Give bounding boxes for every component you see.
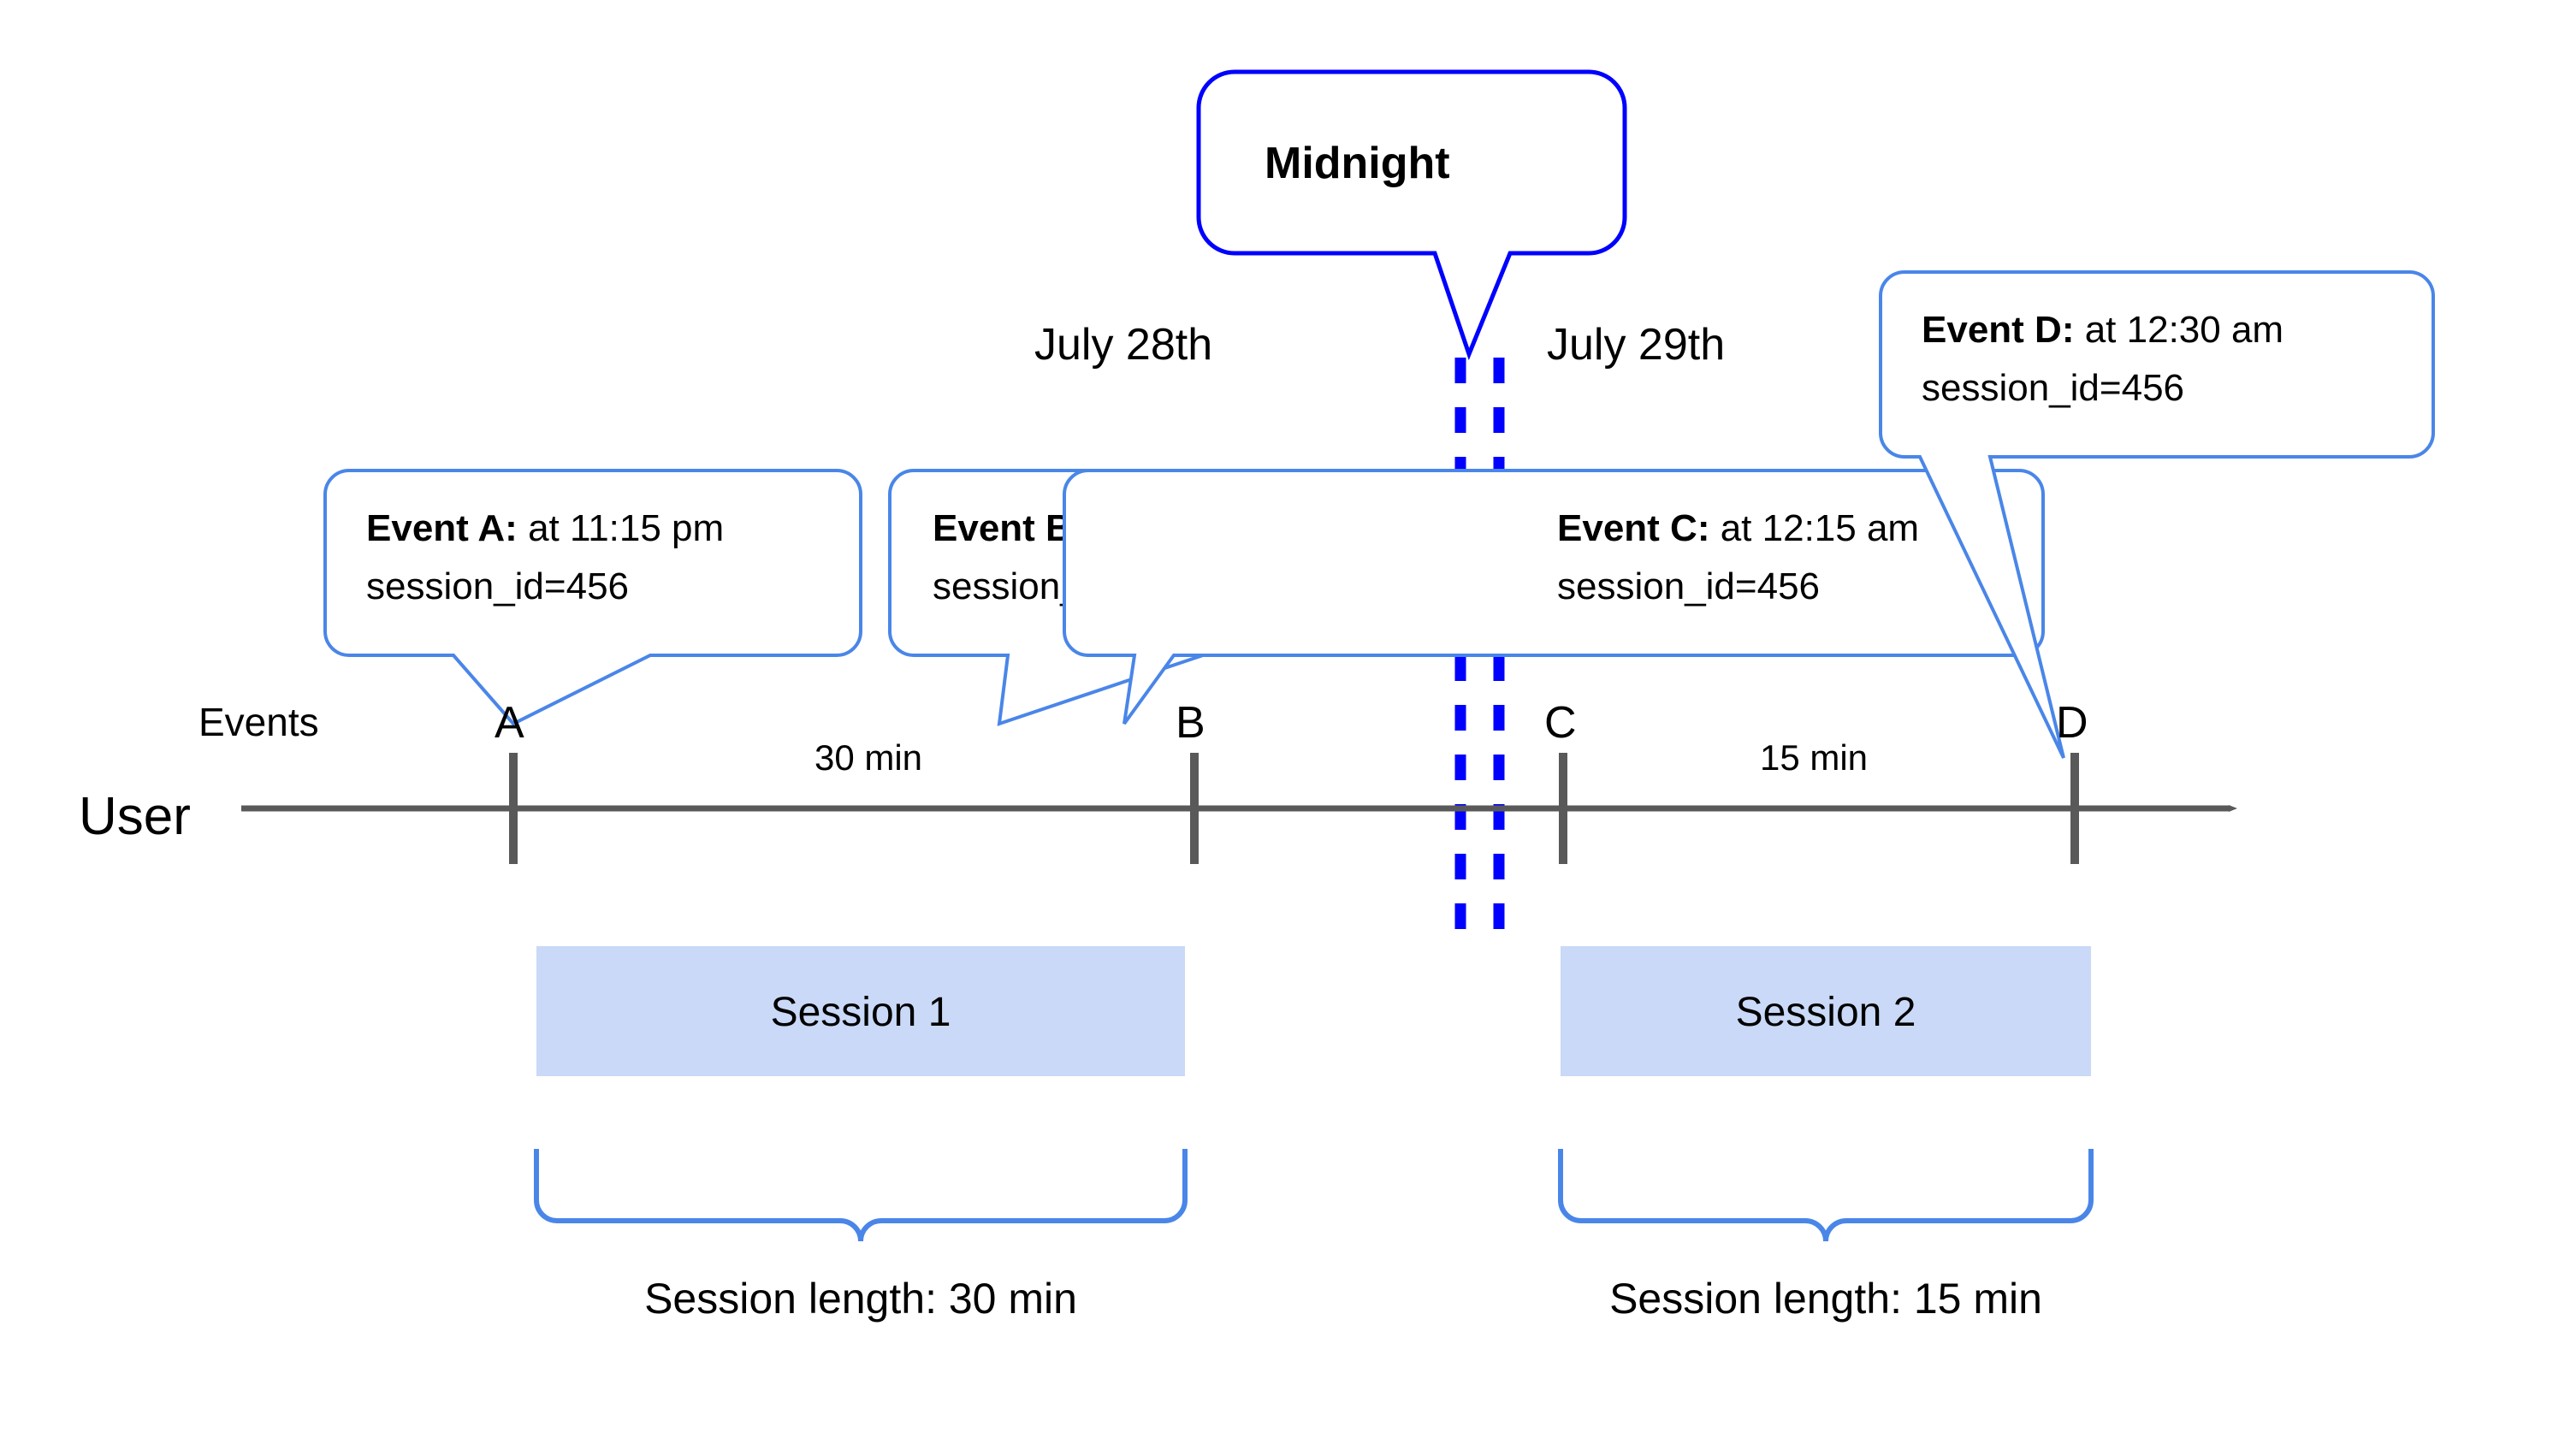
session-2-bar: Session 2 xyxy=(1561,946,2091,1076)
events-lane-label: Events xyxy=(198,700,319,744)
event-d-callout: Event D: at 12:30 am session_id=456 xyxy=(1879,270,2435,759)
date-label-july-28: July 28th xyxy=(1034,320,1212,370)
user-lane-label: User xyxy=(79,787,191,846)
interval-label-15-min: 15 min xyxy=(1760,737,1868,778)
session-2-length-label: Session length: 15 min xyxy=(1609,1275,2042,1323)
event-a-title: Event A: xyxy=(366,507,518,549)
timeline-axis xyxy=(241,753,2237,864)
event-a-session-id: session_id=456 xyxy=(366,565,629,607)
interval-label-30-min: 30 min xyxy=(814,737,922,778)
event-tick-label-b: B xyxy=(1176,698,1205,748)
event-c-callout: Event C: at 12:15 am session_id=456 xyxy=(1063,469,2045,725)
event-d-callout-shape xyxy=(1879,270,2435,759)
event-d-time: at 12:30 am xyxy=(2074,309,2283,351)
event-tick-label-c: C xyxy=(1544,698,1577,748)
event-c-title: Event C: xyxy=(1557,507,1709,549)
event-a-time: at 11:15 pm xyxy=(518,507,724,549)
session-2-brace xyxy=(1558,1149,2094,1242)
date-label-july-29: July 29th xyxy=(1547,320,1725,370)
midnight-callout: Midnight xyxy=(1196,69,1627,361)
event-a-callout-shape xyxy=(323,469,862,726)
session-2-bar-label: Session 2 xyxy=(1736,990,1916,1035)
event-c-time: at 12:15 am xyxy=(1709,507,1919,549)
event-d-title: Event D: xyxy=(1922,309,2074,351)
event-b-title: Event B: xyxy=(933,507,1085,549)
event-tick-label-a: A xyxy=(495,698,524,748)
event-d-session-id: session_id=456 xyxy=(1922,367,2184,409)
event-c-session-id: session_id=456 xyxy=(1557,565,1820,607)
session-2-bar-rect xyxy=(1561,946,2091,1076)
event-c-callout-shape xyxy=(1063,469,2045,725)
event-c-line-1: Event C: at 12:15 am xyxy=(1557,507,1919,549)
midnight-callout-label: Midnight xyxy=(1265,139,1450,188)
session-1-bar-rect xyxy=(536,946,1185,1076)
session-1-brace xyxy=(534,1149,1188,1242)
session-1-bar: Session 1 xyxy=(536,946,1185,1076)
event-d-line-1: Event D: at 12:30 am xyxy=(1922,309,2283,351)
event-tick-label-d: D xyxy=(2056,698,2088,748)
event-a-line-1: Event A: at 11:15 pm xyxy=(366,507,724,549)
session-1-bar-label: Session 1 xyxy=(771,990,951,1035)
event-a-callout: Event A: at 11:15 pm session_id=456 xyxy=(323,469,862,726)
midnight-callout-shape xyxy=(1196,69,1627,361)
session-1-length-label: Session length: 30 min xyxy=(644,1275,1077,1323)
